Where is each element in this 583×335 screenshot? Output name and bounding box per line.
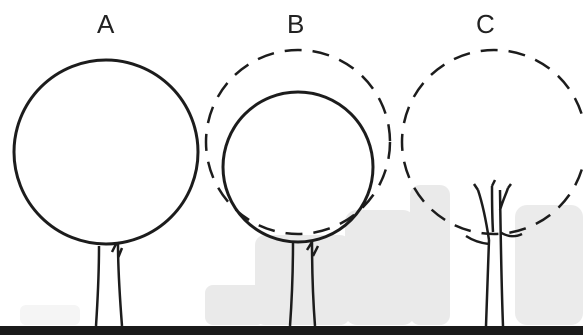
tree-b-trunk xyxy=(288,239,320,327)
panel-label-c: C xyxy=(476,9,495,39)
tree-b-original-crown-outline xyxy=(204,48,392,236)
tree-c xyxy=(400,48,583,327)
tree-b-reduced-crown xyxy=(221,90,375,244)
tree-c-original-crown-outline xyxy=(400,48,583,236)
panel-label-b: B xyxy=(287,9,304,39)
panel-label-a: A xyxy=(97,9,115,39)
ground-line xyxy=(0,326,583,335)
tree-a-crown xyxy=(12,58,200,246)
tree-a-trunk xyxy=(94,243,124,327)
background-texture xyxy=(20,185,583,325)
tree-c-trunk xyxy=(465,179,523,327)
tree-a xyxy=(12,58,200,327)
tree-b xyxy=(204,48,392,327)
